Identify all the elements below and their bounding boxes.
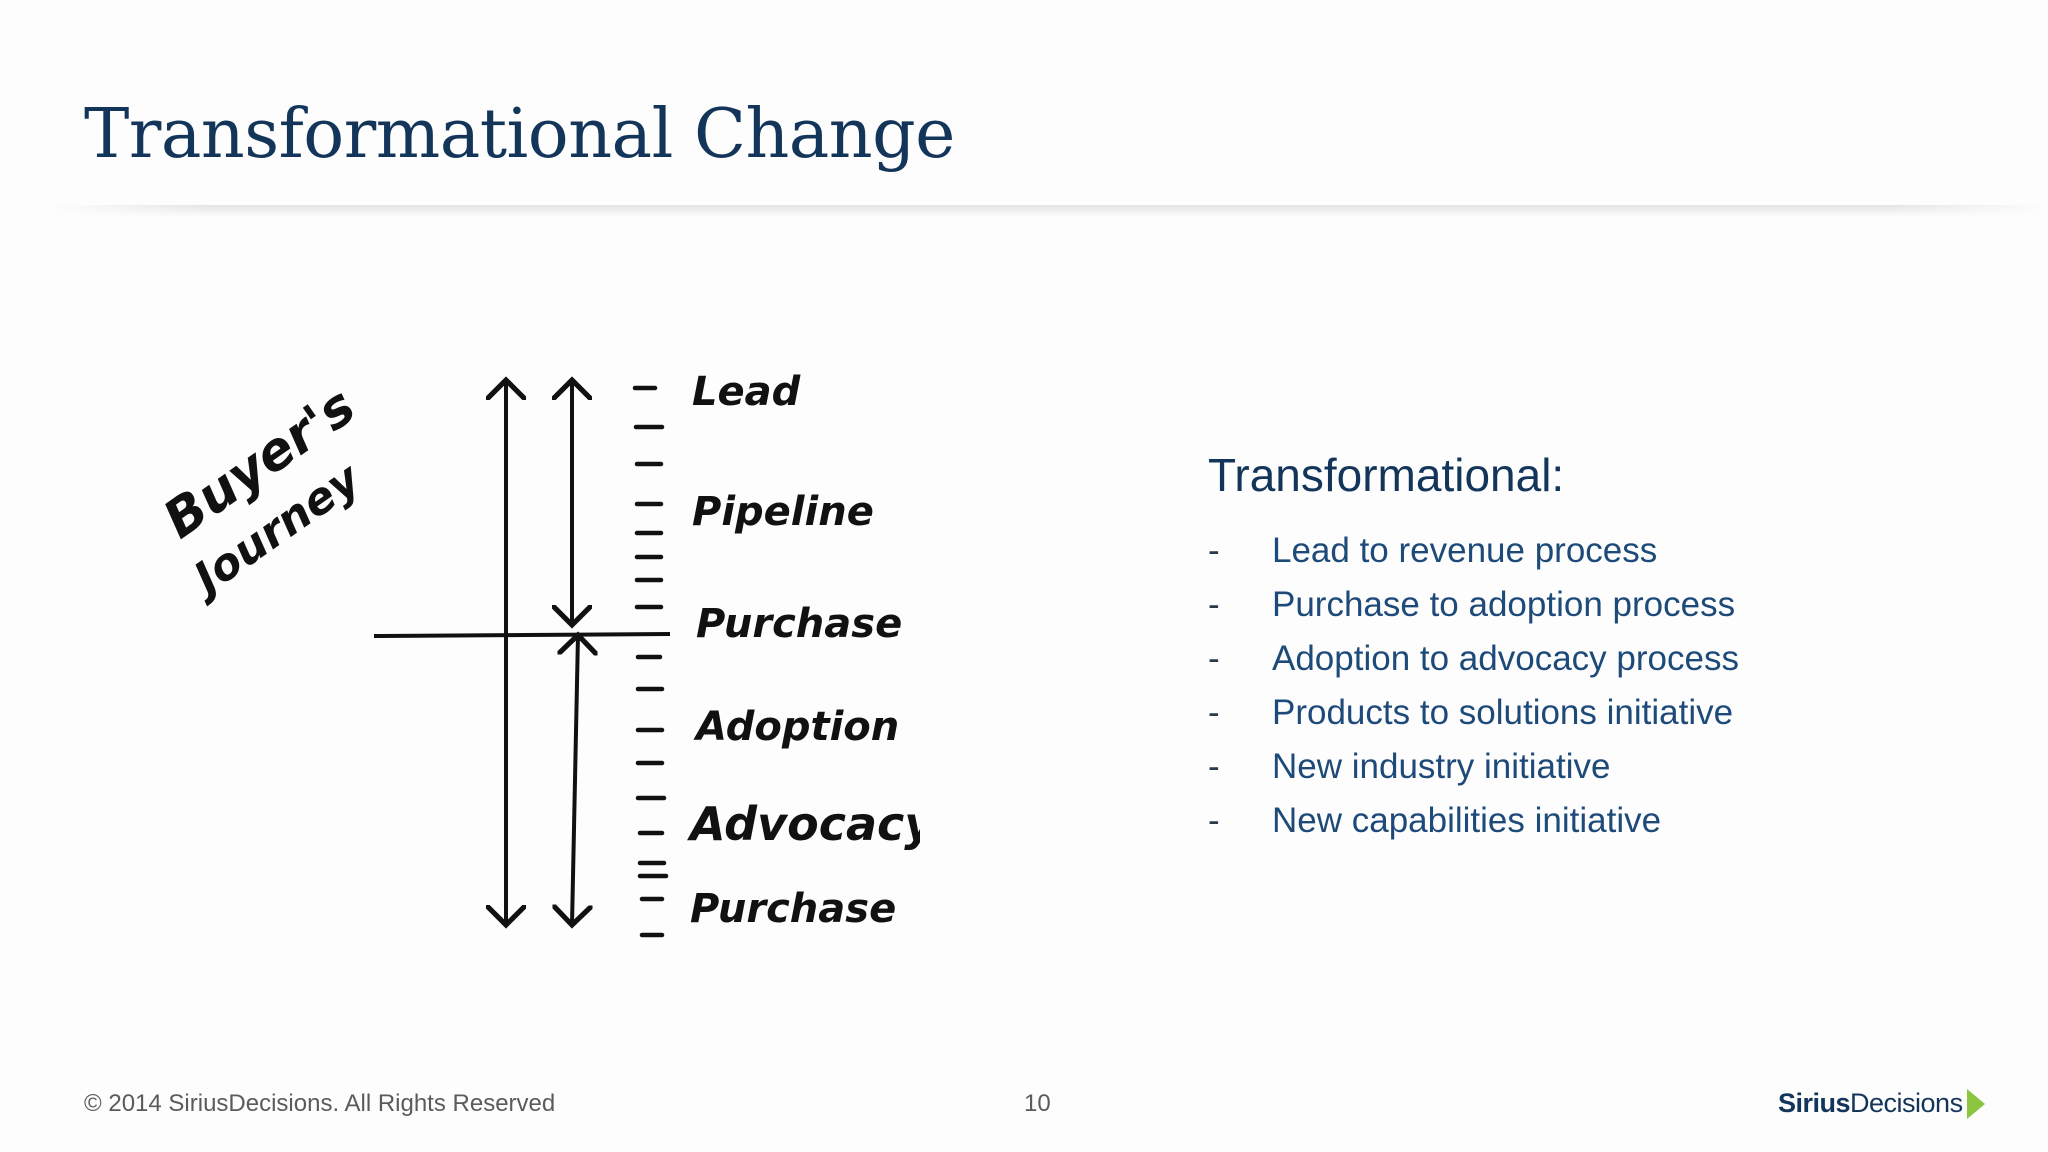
list-item: - Lead to revenue process xyxy=(1208,524,1908,578)
bullet-text: Adoption to advocacy process xyxy=(1272,639,1739,678)
stage-label: Adoption xyxy=(693,704,899,750)
bullet-dash: - xyxy=(1208,585,1220,624)
stage-label: Purchase xyxy=(696,601,902,647)
buyers-journey-sketch: Buyer's Journey Lea xyxy=(153,369,920,938)
bullet-text: Products to solutions initiative xyxy=(1272,693,1734,732)
bullet-list: - Lead to revenue process - Purchase to ad… xyxy=(1208,524,1908,848)
list-item: - New industry initiative xyxy=(1208,740,1908,794)
slide-title: Transformational Change xyxy=(84,95,955,174)
page-number: 10 xyxy=(1024,1090,1051,1117)
stage-label: Advocacy xyxy=(687,797,920,851)
stage-label: Pipeline xyxy=(692,489,874,535)
stage-label: Lead xyxy=(692,369,801,415)
list-item: - New capabilities initiative xyxy=(1208,794,1908,848)
side-label: Buyer's Journey xyxy=(153,376,371,608)
bullet-text: Lead to revenue process xyxy=(1272,531,1658,570)
list-item: - Products to solutions initiative xyxy=(1208,686,1908,740)
copyright-notice: © 2014 SiriusDecisions. All Rights Reser… xyxy=(84,1090,556,1117)
purchase-divider-line xyxy=(373,632,671,638)
post-purchase-arrow xyxy=(572,635,578,925)
company-logo: SiriusDecisions xyxy=(1778,1088,1985,1119)
content-heading: Transformational: xyxy=(1208,449,1565,501)
logo-regular: Decisions xyxy=(1850,1088,1963,1118)
bullet-dash: - xyxy=(1208,747,1220,786)
logo-bold: Sirius xyxy=(1778,1088,1851,1118)
bullet-dash: - xyxy=(1208,639,1220,678)
stage-labels: Lead Pipeline Purchase Adoption Advocacy… xyxy=(687,369,920,932)
bullet-dash: - xyxy=(1208,693,1220,732)
logo-wordmark: SiriusDecisions xyxy=(1778,1088,1963,1119)
list-item: - Purchase to adoption process xyxy=(1208,578,1908,632)
bullet-dash: - xyxy=(1208,801,1220,840)
title-divider xyxy=(50,205,2048,217)
stage-label: Purchase xyxy=(690,886,896,932)
bullet-dash: - xyxy=(1208,531,1220,570)
list-item: - Adoption to advocacy process xyxy=(1208,632,1908,686)
bullet-text: New industry initiative xyxy=(1272,747,1611,786)
logo-arrow-icon xyxy=(1966,1088,1985,1119)
bullet-text: Purchase to adoption process xyxy=(1272,585,1736,624)
tick-marks xyxy=(632,385,669,938)
content-panel: Transformational: - Lead to revenue proce… xyxy=(1208,448,1908,848)
bullet-text: New capabilities initiative xyxy=(1272,801,1662,840)
